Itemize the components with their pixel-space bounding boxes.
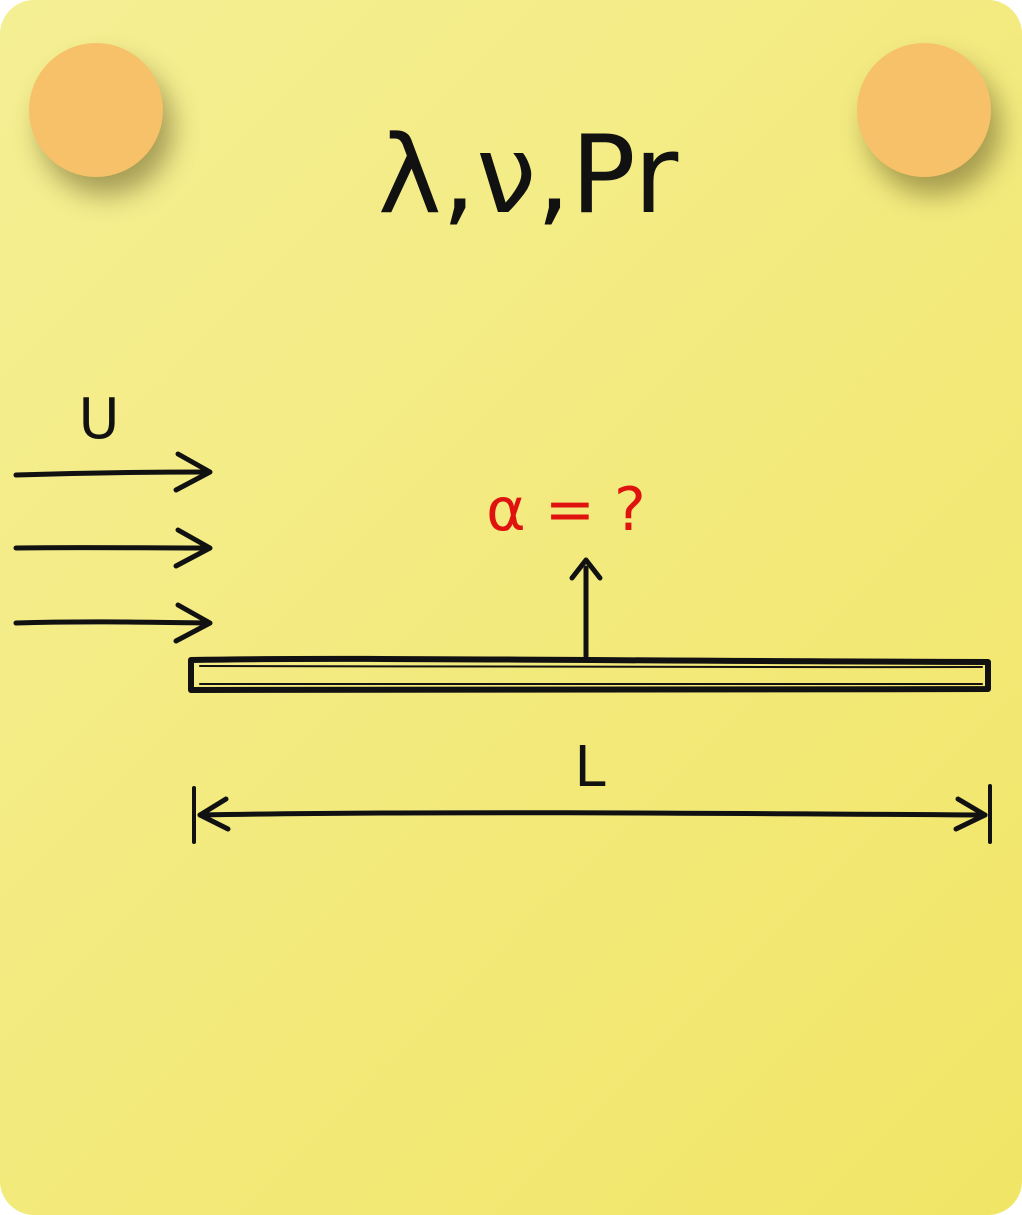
flat-plate <box>188 655 991 693</box>
pin-right-icon <box>857 43 991 177</box>
flow-arrows <box>13 451 213 644</box>
length-dimension-arrow <box>192 784 992 844</box>
velocity-label: U <box>79 387 120 452</box>
flow-arrow-icon <box>13 527 213 569</box>
up-arrow-icon <box>569 557 603 659</box>
flow-arrow-icon <box>13 602 213 644</box>
pin-left-icon <box>29 43 163 177</box>
fluid-properties-label: λ,ν,Pr <box>378 113 679 238</box>
heat-transfer-coefficient-label: α = ? <box>486 475 646 545</box>
length-label: L <box>574 735 605 800</box>
flow-arrow-icon <box>13 451 213 493</box>
